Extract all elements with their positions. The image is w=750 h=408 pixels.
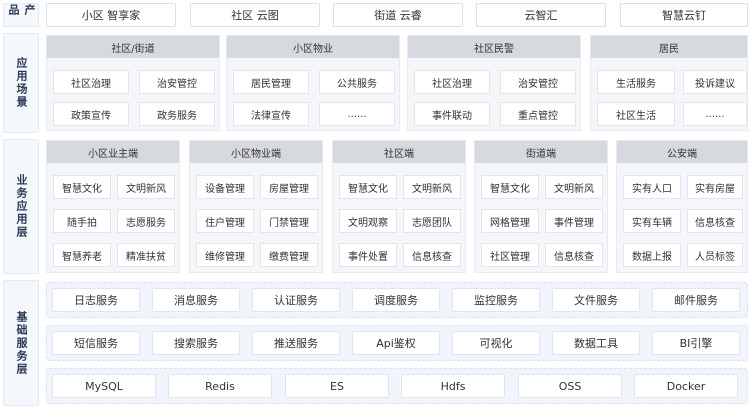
scene-item[interactable]: ...... bbox=[319, 102, 395, 126]
biz-item[interactable]: 维修管理 bbox=[196, 243, 254, 267]
biz-item[interactable]: 事件管理 bbox=[545, 209, 603, 233]
scene-item[interactable]: 公共服务 bbox=[319, 70, 395, 94]
base-service[interactable]: 消息服务 bbox=[152, 288, 240, 312]
biz-item[interactable]: 实有房屋 bbox=[687, 175, 743, 199]
base-service[interactable]: 文件服务 bbox=[552, 288, 640, 312]
base-service[interactable]: Docker bbox=[634, 374, 738, 398]
biz-item[interactable]: 精准扶贫 bbox=[117, 243, 175, 267]
scene-item[interactable]: 居民管理 bbox=[233, 70, 309, 94]
scene-group-title: 社区民警 bbox=[408, 36, 580, 58]
biz-item[interactable]: 文明新风 bbox=[403, 175, 461, 199]
base-service[interactable]: 可视化 bbox=[452, 331, 540, 355]
biz-item[interactable]: 文明新风 bbox=[545, 175, 603, 199]
scene-item[interactable]: 生活服务 bbox=[597, 70, 675, 94]
biz-item[interactable]: 人员标签 bbox=[687, 243, 743, 267]
row-label-scenes: 应用场景 bbox=[3, 33, 39, 133]
scene-item[interactable]: 政务服务 bbox=[139, 102, 215, 126]
base-service[interactable]: 调度服务 bbox=[352, 288, 440, 312]
biz-item[interactable]: 住户管理 bbox=[196, 209, 254, 233]
base-service[interactable]: BI引擎 bbox=[652, 331, 740, 355]
biz-item[interactable]: 设备管理 bbox=[196, 175, 254, 199]
scene-group: 小区物业 居民管理 公共服务 法律宣传 ...... bbox=[226, 35, 400, 131]
scene-item[interactable]: 社区治理 bbox=[53, 70, 129, 94]
base-service[interactable]: 搜索服务 bbox=[152, 331, 240, 355]
scene-group: 社区/街道 社区治理 治安管控 政策宣传 政务服务 bbox=[46, 35, 220, 131]
biz-item[interactable]: 房屋管理 bbox=[260, 175, 318, 199]
scene-item[interactable]: 重点管控 bbox=[500, 102, 576, 126]
scene-item[interactable]: ...... bbox=[683, 102, 747, 126]
biz-item[interactable]: 文明新风 bbox=[117, 175, 175, 199]
scene-group: 居民 生活服务 投诉建议 社区生活 ...... bbox=[590, 35, 748, 131]
biz-item[interactable]: 事件处置 bbox=[339, 243, 397, 267]
base-service[interactable]: OSS bbox=[518, 374, 622, 398]
biz-item[interactable]: 随手拍 bbox=[53, 209, 111, 233]
scene-item[interactable]: 社区生活 bbox=[597, 102, 675, 126]
base-service[interactable]: 日志服务 bbox=[52, 288, 140, 312]
biz-group: 街道端 智慧文化 文明新风 网格管理 事件管理 社区管理 信息核查 bbox=[474, 140, 608, 273]
biz-item[interactable]: 文明观察 bbox=[339, 209, 397, 233]
base-service[interactable]: 监控服务 bbox=[452, 288, 540, 312]
base-service[interactable]: ES bbox=[285, 374, 389, 398]
scene-item[interactable]: 治安管控 bbox=[139, 70, 215, 94]
biz-item[interactable]: 缴费管理 bbox=[260, 243, 318, 267]
biz-group: 社区端 智慧文化 文明新风 文明观察 志愿团队 事件处置 信息核查 bbox=[332, 140, 466, 273]
biz-item[interactable]: 信息核查 bbox=[403, 243, 461, 267]
biz-item[interactable]: 门禁管理 bbox=[260, 209, 318, 233]
scene-item[interactable]: 事件联动 bbox=[414, 102, 490, 126]
product-item[interactable]: 云智汇 bbox=[476, 3, 606, 27]
base-service[interactable]: 邮件服务 bbox=[652, 288, 740, 312]
biz-item[interactable]: 信息核查 bbox=[545, 243, 603, 267]
row-label-base: 基础服务层 bbox=[3, 280, 39, 406]
base-service[interactable]: 认证服务 bbox=[252, 288, 340, 312]
base-service[interactable]: Redis bbox=[168, 374, 272, 398]
row-label-products: 产品 bbox=[3, 3, 39, 27]
scene-group-title: 小区物业 bbox=[227, 36, 399, 58]
biz-item[interactable]: 信息核查 bbox=[687, 209, 743, 233]
biz-item[interactable]: 志愿服务 bbox=[117, 209, 175, 233]
product-item[interactable]: 智慧云钉 bbox=[620, 3, 748, 27]
base-service[interactable]: Hdfs bbox=[401, 374, 505, 398]
scene-item[interactable]: 法律宣传 bbox=[233, 102, 309, 126]
scene-item[interactable]: 社区治理 bbox=[414, 70, 490, 94]
biz-item[interactable]: 社区管理 bbox=[481, 243, 539, 267]
scene-group-title: 社区/街道 bbox=[47, 36, 219, 58]
scene-item[interactable]: 治安管控 bbox=[500, 70, 576, 94]
scene-group-title: 居民 bbox=[591, 36, 747, 58]
base-row-3 bbox=[46, 368, 748, 404]
product-item[interactable]: 街道 云睿 bbox=[333, 3, 463, 27]
biz-group-title: 公安端 bbox=[617, 141, 747, 163]
biz-item[interactable]: 智慧文化 bbox=[53, 175, 111, 199]
biz-group: 公安端 实有人口 实有房屋 实有车辆 信息核查 数据上报 人员标签 bbox=[616, 140, 748, 273]
biz-group-title: 街道端 bbox=[475, 141, 607, 163]
base-service[interactable]: Api鉴权 bbox=[352, 331, 440, 355]
base-service[interactable]: 数据工具 bbox=[552, 331, 640, 355]
scene-item[interactable]: 政策宣传 bbox=[53, 102, 129, 126]
base-service[interactable]: MySQL bbox=[52, 374, 156, 398]
biz-item[interactable]: 智慧文化 bbox=[339, 175, 397, 199]
biz-item[interactable]: 实有人口 bbox=[623, 175, 681, 199]
biz-group: 小区物业端 设备管理 房屋管理 住户管理 门禁管理 维修管理 缴费管理 bbox=[189, 140, 323, 273]
biz-item[interactable]: 网格管理 bbox=[481, 209, 539, 233]
base-service[interactable]: 短信服务 bbox=[52, 331, 140, 355]
biz-group-title: 社区端 bbox=[333, 141, 465, 163]
base-service[interactable]: 推送服务 bbox=[252, 331, 340, 355]
biz-group-title: 小区物业端 bbox=[190, 141, 322, 163]
biz-group-title: 小区业主端 bbox=[47, 141, 179, 163]
product-item[interactable]: 小区 智享家 bbox=[46, 3, 176, 27]
biz-item[interactable]: 实有车辆 bbox=[623, 209, 681, 233]
biz-item[interactable]: 志愿团队 bbox=[403, 209, 461, 233]
biz-item[interactable]: 数据上报 bbox=[623, 243, 681, 267]
biz-item[interactable]: 智慧养老 bbox=[53, 243, 111, 267]
biz-item[interactable]: 智慧文化 bbox=[481, 175, 539, 199]
biz-group: 小区业主端 智慧文化 文明新风 随手拍 志愿服务 智慧养老 精准扶贫 bbox=[46, 140, 180, 273]
scene-item[interactable]: 投诉建议 bbox=[683, 70, 747, 94]
product-item[interactable]: 社区 云图 bbox=[190, 3, 320, 27]
row-label-biz: 业务应用层 bbox=[3, 139, 39, 274]
scene-group: 社区民警 社区治理 治安管控 事件联动 重点管控 bbox=[407, 35, 581, 131]
